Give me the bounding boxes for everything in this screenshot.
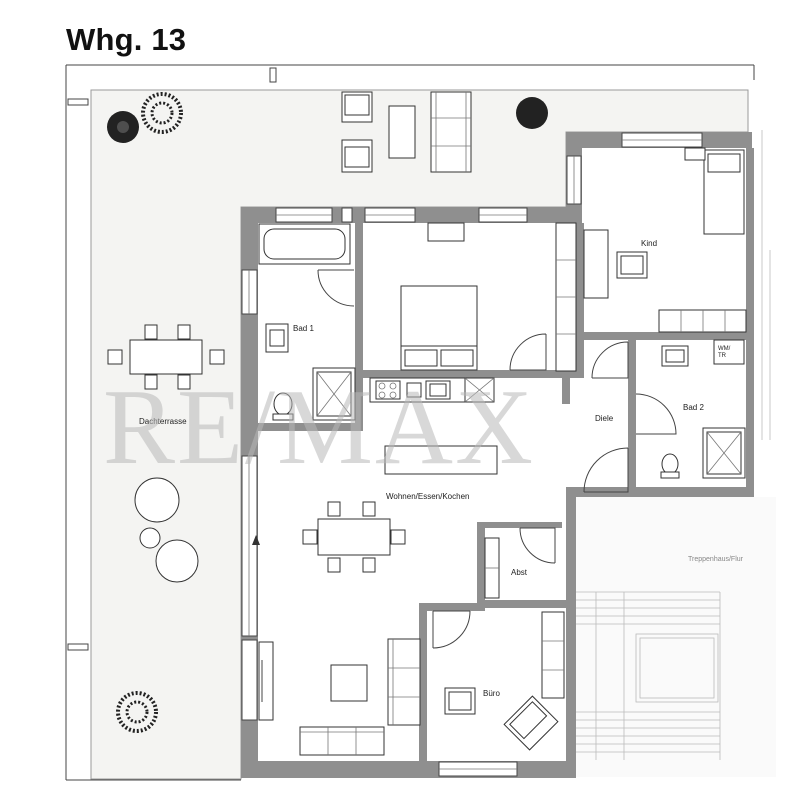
hall-doors bbox=[583, 447, 629, 493]
plant-icon bbox=[107, 111, 139, 143]
terrace-furniture bbox=[107, 91, 472, 583]
storage-room bbox=[484, 527, 556, 599]
living-dining-furniture bbox=[252, 501, 421, 756]
plant-icon bbox=[116, 691, 158, 733]
kitchen bbox=[369, 377, 498, 475]
bad1-fixtures bbox=[258, 223, 356, 421]
office-furniture bbox=[432, 610, 565, 751]
page-title: Whg. 13 bbox=[66, 22, 187, 57]
room-label-treppenhaus: Treppenhaus/Flur bbox=[688, 556, 744, 563]
room-label-wmtr-1: WM/ bbox=[718, 346, 731, 352]
room-label-wmtr-2: TR bbox=[718, 353, 727, 359]
plant-icons bbox=[107, 92, 548, 733]
room-label-abst: Abst bbox=[511, 568, 528, 577]
room-label-bad1: Bad 1 bbox=[293, 324, 314, 333]
room-label-bad2: Bad 2 bbox=[683, 403, 704, 412]
room-label-kind: Kind bbox=[641, 239, 657, 248]
watermark: RE/MAX bbox=[103, 368, 535, 487]
room-label-wohnen: Wohnen/Essen/Kochen bbox=[386, 492, 469, 501]
room-label-dachterrasse: Dachterrasse bbox=[139, 417, 187, 426]
plant-icon bbox=[141, 92, 183, 134]
staircase bbox=[576, 130, 776, 777]
room-label-diele: Diele bbox=[595, 414, 614, 423]
kids-room-furniture bbox=[583, 147, 747, 379]
outer-frame bbox=[65, 64, 755, 781]
plant-icon bbox=[516, 97, 548, 129]
room-label-buero: Büro bbox=[483, 689, 500, 698]
bad2-fixtures bbox=[635, 339, 746, 479]
windows bbox=[241, 132, 703, 777]
bedroom-furniture bbox=[400, 222, 577, 372]
